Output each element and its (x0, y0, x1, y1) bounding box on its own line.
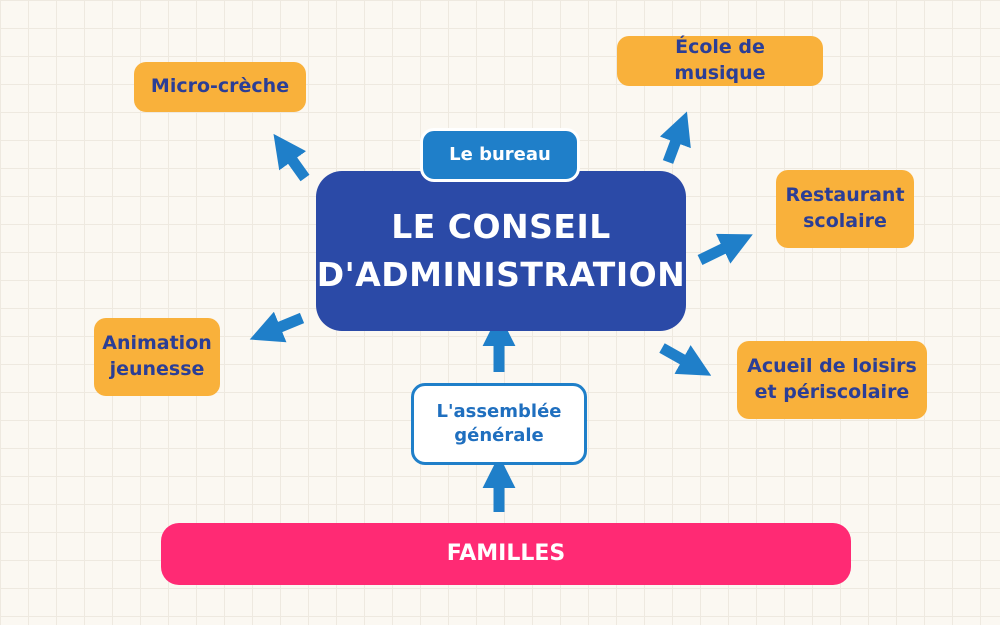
arrow-to-restaurant (697, 233, 753, 265)
council-line-1: LE CONSEIL (391, 207, 611, 247)
accueil-loisirs-box: Acueil de loisirs et périscolaire (737, 341, 927, 419)
arrow-to-animation (249, 311, 305, 343)
council-box: LE CONSEIL D'ADMINISTRATION (316, 171, 686, 331)
ecole-musique-label: École de musique (674, 36, 766, 84)
restaurant-scolaire-box: Restaurant scolaire (776, 170, 914, 248)
council-line-2: D'ADMINISTRATION (316, 255, 686, 294)
bureau-label: Le bureau (449, 143, 551, 165)
familles-label: FAMILLES (446, 541, 566, 567)
ecole-musique-box: École de musique (617, 36, 823, 86)
restaurant-line-1: Restaurant (785, 184, 905, 207)
assembly-box: L'assemblée générale (411, 383, 587, 465)
restaurant-line-2: scolaire (803, 210, 887, 232)
assembly-line-1: L'assemblée (436, 400, 562, 422)
micro-creche-label: Micro-crèche (150, 75, 290, 98)
animation-line-1: Animation (102, 332, 212, 355)
arrow-to-micro-creche (273, 133, 310, 182)
micro-creche-box: Micro-crèche (134, 62, 306, 112)
accueil-line-2: et périscolaire (754, 381, 910, 403)
familles-bar: FAMILLES (161, 523, 851, 585)
animation-jeunesse-box: Animation jeunesse (94, 318, 220, 396)
assembly-line-2: générale (454, 425, 544, 446)
bureau-box: Le bureau (420, 128, 580, 182)
arrow-to-ecole-musique (659, 111, 691, 164)
arrow-to-accueil (659, 343, 712, 376)
accueil-line-1: Acueil de loisirs (747, 355, 917, 378)
animation-line-2: jeunesse (109, 358, 205, 380)
